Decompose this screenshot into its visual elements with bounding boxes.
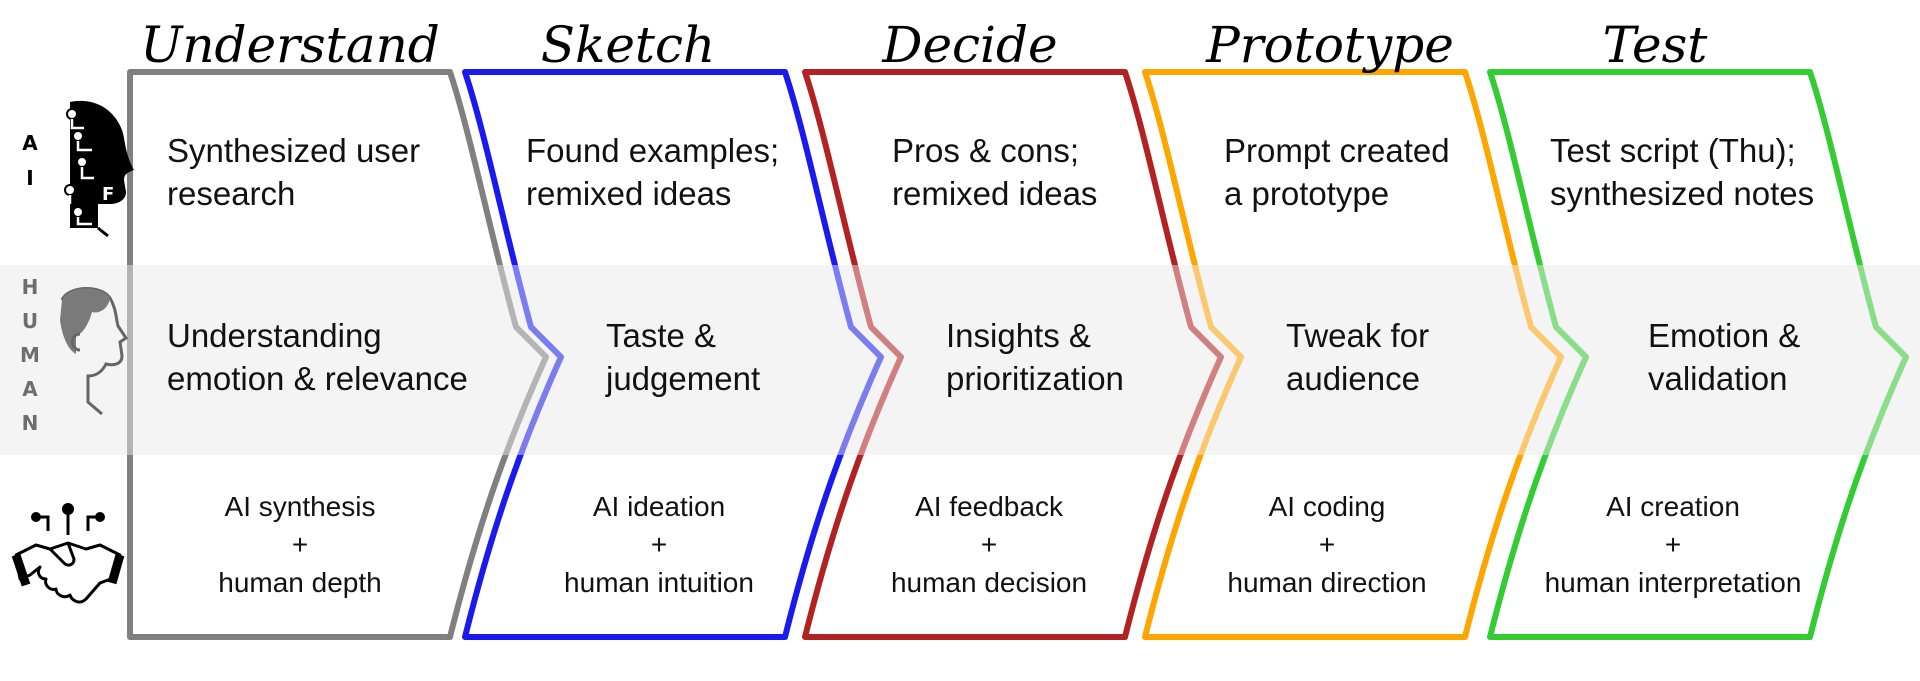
stage-title-decide: Decide [881, 16, 1057, 74]
stage-titles: Understand Sketch Decide Prototype Test [140, 16, 1708, 74]
stage-title-sketch: Sketch [541, 16, 715, 74]
human-band-overlay [0, 265, 1920, 455]
ai-text-understand-0: Synthesized user [167, 132, 420, 169]
row-letter-human-3: A [22, 377, 38, 401]
chevron-prototype [1142, 69, 1564, 640]
combo-row-texts: AI synthesis + human depth AI ideation + huma… [218, 491, 1801, 598]
ai-text-test-1: synthesized notes [1550, 175, 1814, 212]
combo-text-decide-2: human decision [891, 567, 1087, 598]
stage-chevrons [127, 69, 1909, 640]
svg-text:F: F [102, 184, 114, 205]
human-text-prototype-0: Tweak for [1286, 317, 1429, 354]
human-head-icon [60, 286, 129, 416]
human-text-test-0: Emotion & [1648, 317, 1800, 354]
chevron-decide [802, 69, 1224, 640]
human-text-sketch-1: judgement [605, 360, 760, 397]
ai-text-decide-0: Pros & cons; [892, 132, 1079, 169]
human-text-understand-0: Understanding [167, 317, 382, 354]
human-text-test-1: validation [1648, 360, 1787, 397]
ai-text-prototype-0: Prompt created [1224, 132, 1450, 169]
combo-text-test-2: human interpretation [1545, 567, 1802, 598]
ai-text-prototype-1: a prototype [1224, 175, 1389, 212]
row-letter-human-1: U [22, 309, 38, 333]
stage-title-prototype: Prototype [1205, 16, 1454, 74]
combo-text-sketch-1: + [651, 529, 667, 560]
row-letter-human-0: H [22, 275, 39, 299]
combo-text-understand-1: + [292, 529, 308, 560]
human-row-texts: Understanding emotion & relevance Taste & j… [167, 317, 1800, 397]
row-letter-human-2: M [20, 343, 40, 367]
combo-text-prototype-0: AI coding [1269, 491, 1386, 522]
combo-text-understand-2: human depth [218, 567, 381, 598]
combo-text-understand-0: AI synthesis [225, 491, 376, 522]
combo-text-prototype-1: + [1319, 529, 1335, 560]
chevron-test [1487, 69, 1909, 640]
human-text-prototype-1: audience [1286, 360, 1420, 397]
ai-text-understand-1: research [167, 175, 295, 212]
combo-text-sketch-0: AI ideation [593, 491, 725, 522]
robot-head-icon: F [64, 100, 134, 238]
combo-text-sketch-2: human intuition [564, 567, 754, 598]
combo-text-decide-0: AI feedback [915, 491, 1064, 522]
human-text-decide-1: prioritization [946, 360, 1124, 397]
row-letter-ai-1: I [26, 166, 33, 190]
handshake-icon [11, 503, 125, 604]
ai-text-test-0: Test script (Thu); [1550, 132, 1796, 169]
human-text-sketch-0: Taste & [606, 317, 716, 354]
chevron-sketch [462, 69, 884, 640]
chevron-understand [127, 69, 549, 640]
human-text-understand-1: emotion & relevance [167, 360, 468, 397]
row-letter-human-4: N [22, 411, 39, 435]
human-band [0, 265, 1920, 455]
ai-text-decide-1: remixed ideas [892, 175, 1097, 212]
ai-row-texts: Synthesized user research Found examples; r… [167, 132, 1814, 212]
stage-title-test: Test [1603, 16, 1709, 74]
ai-text-sketch-1: remixed ideas [526, 175, 731, 212]
combo-text-test-1: + [1665, 529, 1681, 560]
ai-text-sketch-0: Found examples; [526, 132, 779, 169]
stage-title-understand: Understand [140, 16, 440, 74]
combo-text-test-0: AI creation [1606, 491, 1740, 522]
combo-text-decide-1: + [981, 529, 997, 560]
combo-text-prototype-2: human direction [1227, 567, 1426, 598]
human-text-decide-0: Insights & [946, 317, 1091, 354]
row-letter-ai-0: A [22, 131, 38, 155]
